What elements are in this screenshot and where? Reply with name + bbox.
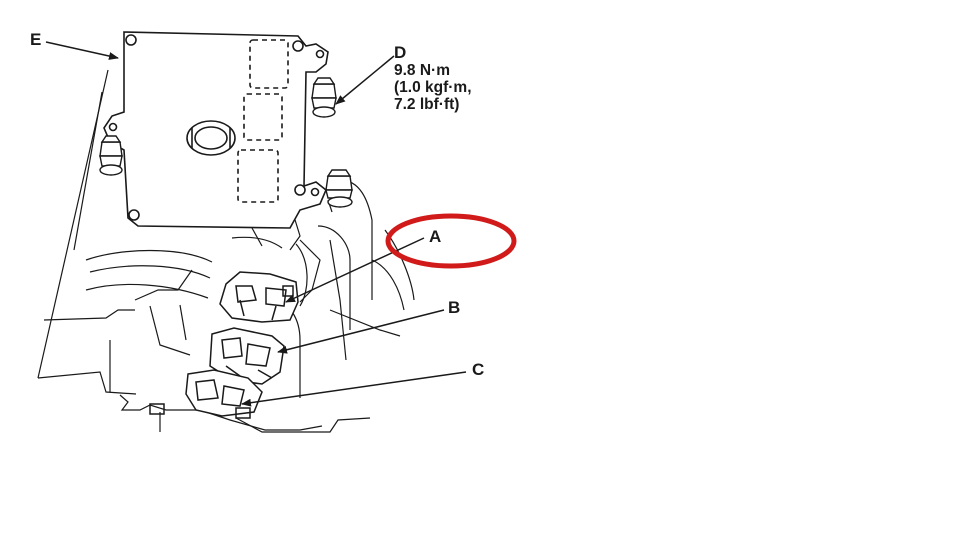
leader-e: [45, 41, 119, 60]
bolt-lower-right: [325, 169, 353, 208]
callout-a: A: [429, 227, 442, 246]
callout-b: B: [448, 298, 461, 317]
leader-c: [241, 371, 467, 407]
leader-a: [285, 237, 425, 303]
torque-spec: 9.8 N·m (1.0 kgf·m, 7.2 lbf·ft): [394, 62, 472, 113]
highlight-circle-a: [385, 213, 517, 269]
callout-e: E: [30, 30, 42, 49]
bolt-upper-right: [311, 77, 337, 118]
ecm-unit: [103, 31, 329, 229]
callout-c: C: [472, 360, 485, 379]
callout-d: D: [394, 43, 407, 62]
connector-a-shape: [219, 271, 299, 323]
background-structure: [37, 69, 415, 433]
bolt-left: [99, 135, 123, 176]
leader-b: [277, 309, 445, 354]
leader-d: [335, 55, 395, 105]
torque-spec-line-2: (1.0 kgf·m,: [394, 79, 472, 96]
torque-spec-line-1: 9.8 N·m: [394, 62, 450, 79]
connector-c-shape: [149, 369, 263, 419]
harness-connectors: [149, 271, 299, 419]
leader-lines: [45, 41, 467, 407]
torque-spec-line-3: 7.2 lbf·ft): [394, 96, 460, 113]
